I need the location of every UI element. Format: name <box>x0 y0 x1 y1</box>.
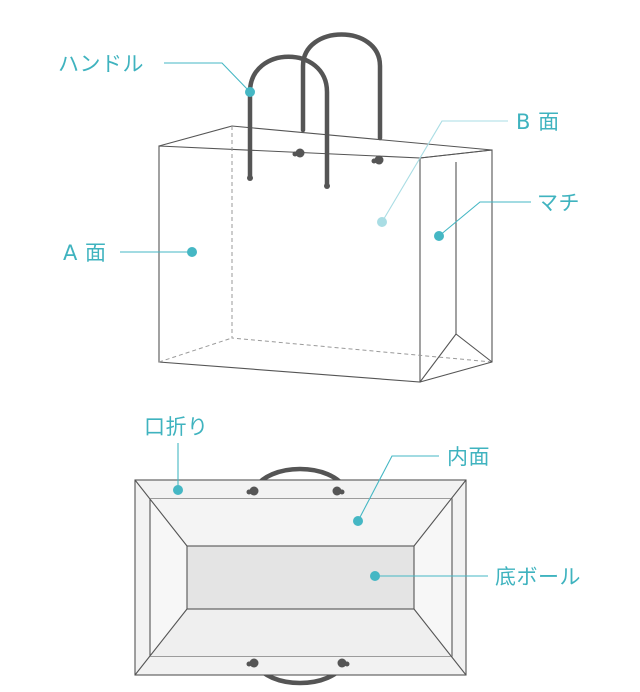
callout-inner-side: 内面 <box>353 445 490 526</box>
label-b-side: B 面 <box>516 110 560 134</box>
callout-top-fold: 口折り <box>144 415 209 495</box>
callout-bottom-board: 底ボール <box>370 565 581 589</box>
bag-3d-view <box>158 32 493 383</box>
gusset-face <box>419 149 493 383</box>
callout-b-side: B 面 <box>377 110 560 227</box>
back-knot-right <box>371 155 384 165</box>
bottom-board <box>186 545 415 610</box>
label-inner-side: 内面 <box>447 445 490 469</box>
gusset-fold-triangle <box>419 333 493 383</box>
label-bottom-board: 底ボール <box>495 565 581 589</box>
label-gusset: マチ <box>537 191 580 215</box>
hidden-bottom-edge <box>158 337 233 363</box>
hidden-back-edge <box>231 126 493 363</box>
callout-gusset: マチ <box>434 191 580 241</box>
front-handle <box>247 54 330 189</box>
inner-wall-bottom <box>150 609 452 656</box>
top-view-knots <box>246 486 350 668</box>
front-handle-end-right <box>324 183 330 189</box>
inner-wall-top <box>150 499 452 546</box>
bag-top-view <box>134 466 467 686</box>
front-handle-end-left <box>247 175 253 181</box>
inner-diagonals <box>134 479 467 676</box>
back-knot-left <box>292 148 305 158</box>
callout-a-side: A 面 <box>63 241 197 265</box>
back-handle <box>300 32 383 141</box>
front-face-a <box>158 145 421 383</box>
label-a-side: A 面 <box>63 241 107 265</box>
callout-handle: ハンドル <box>58 52 255 97</box>
label-top-fold: 口折り <box>144 415 209 439</box>
label-handle: ハンドル <box>58 52 144 76</box>
